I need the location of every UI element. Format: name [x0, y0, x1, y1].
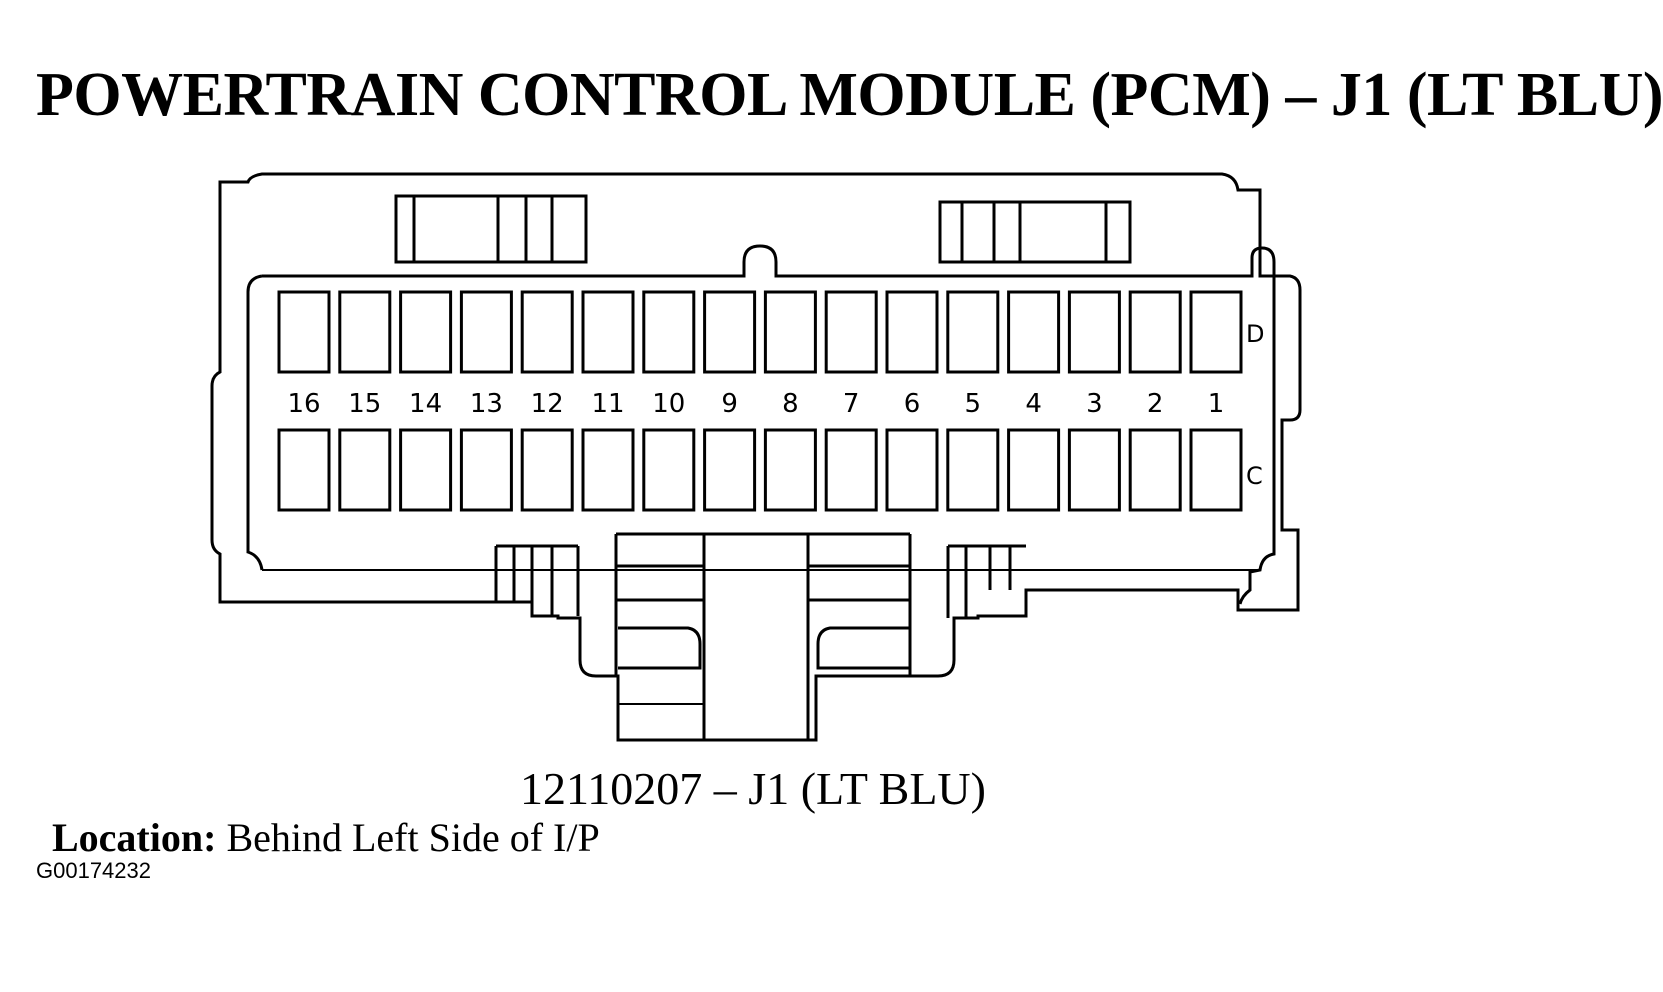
pin-number-10: 10: [652, 389, 685, 419]
part-number: 12110207 – J1 (LT BLU): [520, 763, 986, 814]
pin-number-12: 12: [531, 389, 564, 419]
pin-cavity-c14: [399, 428, 453, 512]
pin-cavity-d1: [1189, 290, 1243, 374]
pin-number-2: 2: [1147, 389, 1164, 419]
pin-number-6: 6: [904, 389, 921, 419]
diagram-title: POWERTRAIN CONTROL MODULE (PCM) – J1 (LT…: [36, 61, 1663, 129]
pin-number-16: 16: [287, 389, 320, 419]
pin-cavity-d6: [885, 290, 939, 374]
pin-cavity-d13: [459, 290, 513, 374]
pin-cavity-d2: [1128, 290, 1182, 374]
pin-cavity-c4: [1007, 428, 1061, 512]
pin-cavity-d14: [399, 290, 453, 374]
pin-cavity-d7: [824, 290, 878, 374]
pin-cavity-c2: [1128, 428, 1182, 512]
pin-cavity-c8: [763, 428, 817, 512]
image-code: G00174232: [36, 858, 151, 883]
pin-cavity-d11: [581, 290, 635, 374]
pin-cavity-c3: [1067, 428, 1121, 512]
connector-face: [246, 244, 1276, 605]
pin-cavity-c15: [338, 428, 392, 512]
pin-cavity-c1: [1189, 428, 1243, 512]
pin-cavity-d4: [1007, 290, 1061, 374]
pin-cavity-d16: [277, 290, 331, 374]
pin-number-8: 8: [782, 389, 799, 419]
row-label-c: C: [1246, 462, 1263, 490]
pin-cavity-c9: [703, 428, 757, 512]
pin-cavity-c16: [277, 428, 331, 512]
pin-row-d: [277, 290, 1243, 374]
pin-row-c: [277, 428, 1243, 512]
pin-cavity-d9: [703, 290, 757, 374]
pin-number-3: 3: [1086, 389, 1103, 419]
pin-number-labels: 16 15 14 13 12 11 10 9 8 7 6 5 4 3 2 1: [287, 389, 1224, 419]
pin-cavity-c6: [885, 428, 939, 512]
pin-number-13: 13: [470, 389, 503, 419]
pin-cavity-d10: [642, 290, 696, 374]
pin-cavity-d12: [520, 290, 574, 374]
pin-cavity-d15: [338, 290, 392, 374]
bottom-lock: [494, 532, 1026, 740]
pin-number-7: 7: [843, 389, 860, 419]
pin-cavity-c5: [946, 428, 1000, 512]
row-label-d: D: [1246, 320, 1264, 348]
pin-cavity-d5: [946, 290, 1000, 374]
pin-number-1: 1: [1208, 389, 1225, 419]
pin-cavity-c7: [824, 428, 878, 512]
pin-cavity-c11: [581, 428, 635, 512]
location-line: Location: Behind Left Side of I/P: [52, 814, 600, 861]
pin-cavity-d3: [1067, 290, 1121, 374]
pin-number-4: 4: [1025, 389, 1042, 419]
connector-housing: [210, 172, 1302, 742]
pin-number-15: 15: [348, 389, 381, 419]
pin-number-5: 5: [965, 389, 982, 419]
top-latch-right: [938, 200, 1132, 264]
location-label: Location:: [52, 815, 217, 860]
location-value: Behind Left Side of I/P: [226, 815, 600, 860]
pin-number-9: 9: [721, 389, 738, 419]
pin-cavity-d8: [763, 290, 817, 374]
pin-cavity-c12: [520, 428, 574, 512]
top-latch-left: [394, 194, 588, 264]
pin-cavity-c13: [459, 428, 513, 512]
pin-cavity-c10: [642, 428, 696, 512]
pin-number-11: 11: [591, 389, 624, 419]
pin-number-14: 14: [409, 389, 442, 419]
